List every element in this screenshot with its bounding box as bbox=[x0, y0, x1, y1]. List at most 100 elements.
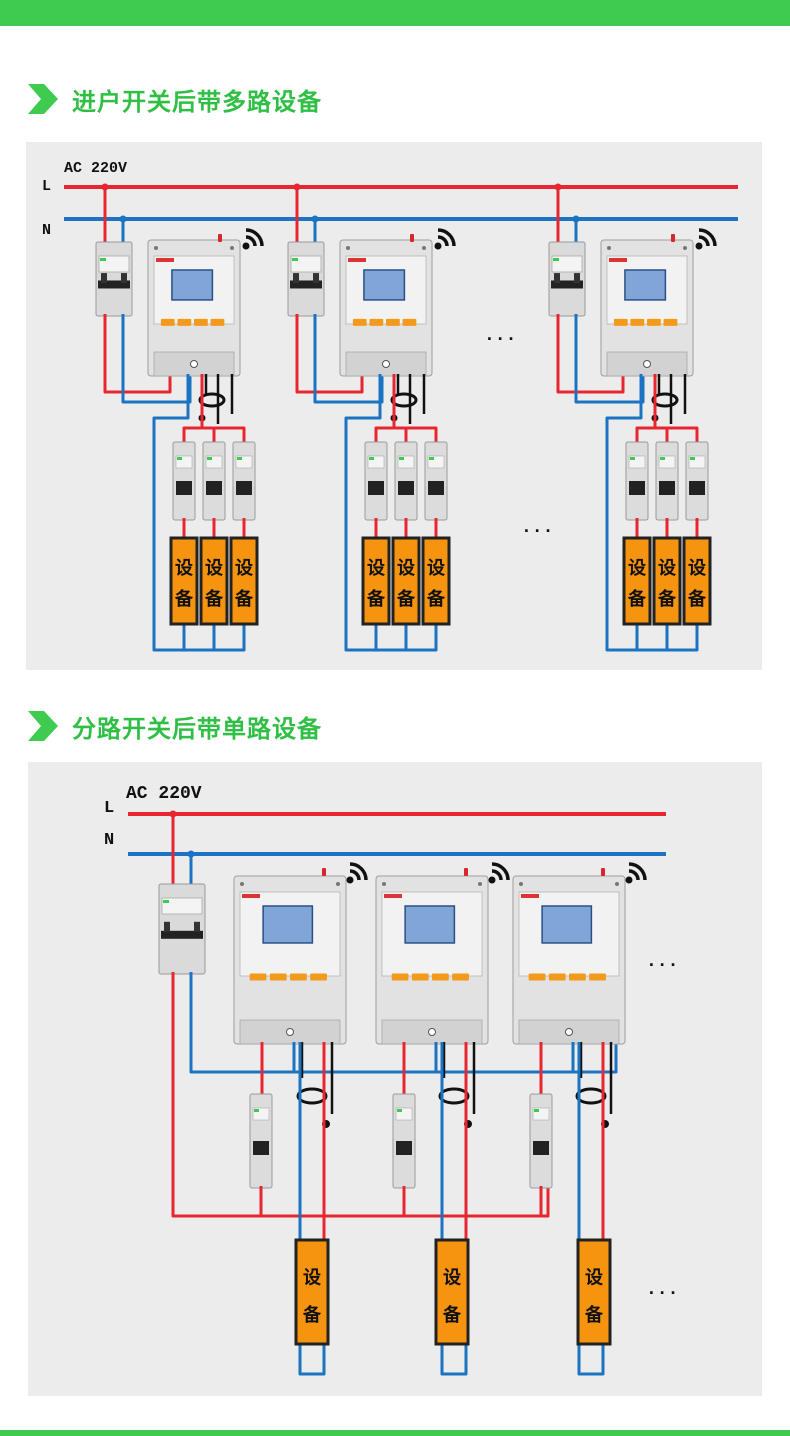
meter-button bbox=[160, 318, 175, 326]
bottom-banner-bar bbox=[0, 1430, 790, 1436]
breaker-toggle bbox=[164, 921, 170, 932]
ellipsis-label: ... bbox=[521, 518, 553, 538]
branch-breaker bbox=[232, 441, 256, 521]
supply-voltage-label: AC 220V bbox=[126, 784, 202, 804]
device-body bbox=[169, 536, 199, 626]
monitoring-meter bbox=[375, 875, 489, 1045]
wireless-dot bbox=[434, 242, 442, 250]
terminal-dot bbox=[293, 183, 301, 191]
terminal-dot bbox=[572, 215, 580, 223]
meter-screw bbox=[683, 246, 687, 250]
wireless-signal-icon bbox=[625, 862, 647, 884]
brand-mark bbox=[429, 457, 434, 460]
device-label-bottom: 备 bbox=[426, 588, 446, 610]
device-label-bottom: 备 bbox=[302, 1304, 322, 1326]
device-body bbox=[361, 536, 391, 626]
brand-mark bbox=[207, 457, 212, 460]
wireless-signal-icon bbox=[346, 862, 368, 884]
wireless-dot bbox=[488, 876, 496, 884]
breaker-handle bbox=[659, 481, 675, 495]
section-title-2: 分路开关后带单路设备 bbox=[72, 714, 322, 743]
current-transformer-ring bbox=[296, 1087, 328, 1105]
meter-button bbox=[528, 973, 546, 981]
brand-mark bbox=[254, 1109, 259, 1112]
device-body bbox=[391, 536, 421, 626]
wireless-arc bbox=[698, 235, 710, 247]
main-breaker bbox=[158, 883, 206, 975]
meter-button bbox=[210, 318, 225, 326]
wireless-arc bbox=[349, 869, 361, 881]
meter-button bbox=[369, 318, 384, 326]
device-label-top: 设 bbox=[658, 558, 676, 579]
device-label-bottom: 备 bbox=[627, 588, 647, 610]
breaker-handle bbox=[206, 481, 222, 495]
wireless-arc bbox=[628, 869, 640, 881]
neutral-wire bbox=[577, 1042, 605, 1376]
brand-mark bbox=[100, 258, 106, 261]
breaker-toggle bbox=[574, 273, 580, 284]
meter-button bbox=[630, 318, 645, 326]
device-label-top: 设 bbox=[443, 1268, 461, 1289]
live-wire bbox=[182, 374, 204, 444]
branch-breaker bbox=[685, 441, 709, 521]
wireless-dot bbox=[625, 876, 633, 884]
brand-mark bbox=[292, 258, 298, 261]
current-transformer-ring bbox=[198, 392, 226, 408]
device-box: 设备 bbox=[391, 536, 421, 626]
device-body bbox=[294, 1238, 330, 1346]
meter-button bbox=[647, 318, 661, 326]
brand-mark bbox=[242, 894, 260, 898]
meter-button bbox=[269, 973, 287, 981]
brand-mark bbox=[384, 894, 402, 898]
neutral-wire bbox=[313, 314, 384, 404]
live-wire bbox=[394, 426, 438, 444]
neutral-wire bbox=[121, 314, 192, 404]
lcd-screen bbox=[171, 269, 214, 301]
meter-screw bbox=[240, 882, 244, 886]
antenna-tip bbox=[601, 868, 605, 876]
antenna-tip bbox=[464, 868, 468, 876]
meter-button bbox=[432, 973, 449, 981]
brand-mark bbox=[397, 1109, 402, 1112]
device-body bbox=[682, 536, 712, 626]
breaker-label-plate bbox=[98, 255, 130, 273]
breaker-handle bbox=[176, 481, 192, 495]
main-breaker bbox=[548, 241, 586, 317]
terminal-dot bbox=[169, 810, 177, 818]
breaker-handle bbox=[98, 280, 130, 289]
breaker-handle bbox=[398, 481, 414, 495]
device-body bbox=[576, 1238, 612, 1346]
device-label-bottom: 备 bbox=[687, 588, 707, 610]
monitoring-meter bbox=[339, 239, 433, 377]
meter-screw bbox=[607, 246, 611, 250]
brand-mark bbox=[630, 457, 635, 460]
breaker-handle bbox=[396, 1141, 412, 1155]
device-label-top: 设 bbox=[427, 558, 445, 579]
meter-screw bbox=[336, 882, 340, 886]
wireless-arc bbox=[698, 228, 717, 247]
meter-button bbox=[452, 973, 469, 981]
brand-mark bbox=[369, 457, 374, 460]
meter-screw bbox=[478, 882, 482, 886]
meter-screw bbox=[382, 882, 386, 886]
brand-mark bbox=[553, 258, 559, 261]
lcd-screen bbox=[541, 905, 593, 944]
live-wire bbox=[103, 314, 172, 394]
wireless-arc bbox=[491, 869, 503, 881]
brand-mark bbox=[521, 894, 539, 898]
device-label-top: 设 bbox=[303, 1268, 321, 1289]
meter-button bbox=[589, 973, 606, 981]
device-label-top: 设 bbox=[205, 558, 223, 579]
wireless-arc bbox=[245, 235, 257, 247]
meter-screw bbox=[346, 246, 350, 250]
wireless-arc bbox=[245, 228, 264, 247]
device-body bbox=[199, 536, 229, 626]
brand-mark bbox=[177, 457, 182, 460]
live-line-label: L bbox=[42, 178, 51, 195]
meter-screw bbox=[615, 882, 619, 886]
branch-breaker bbox=[364, 441, 388, 521]
meter-button bbox=[663, 318, 678, 326]
breaker-label-plate bbox=[551, 255, 583, 273]
device-body bbox=[622, 536, 652, 626]
